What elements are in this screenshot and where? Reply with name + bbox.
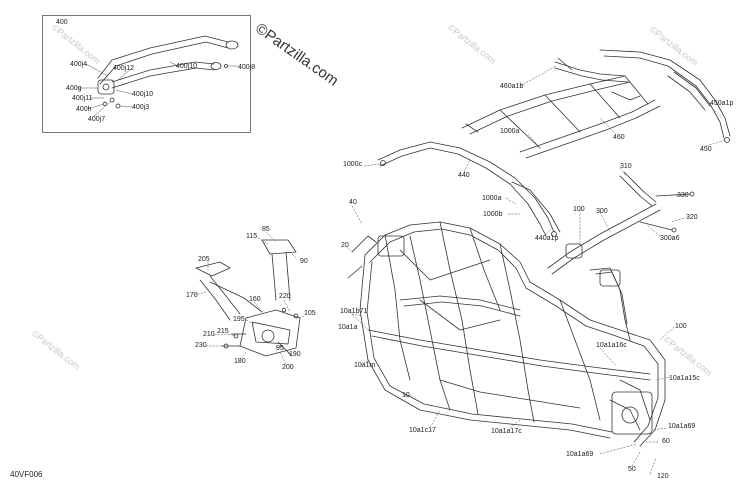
part-label: 1000b [483,211,503,218]
part-label: 10a1b71 [340,308,368,315]
part-label: 400g [66,85,82,92]
part-label: 205 [198,256,210,263]
part-label: 100 [573,206,585,213]
part-label: 210 [203,331,215,338]
part-label: 400j4 [70,61,88,68]
part-label: 10a1c17 [409,427,436,434]
part-label: 1000a [482,195,502,202]
part-label: 400j11 [72,95,93,102]
part-label: 400j8 [238,64,256,71]
part-label: 115 [246,233,258,240]
part-label: 170 [186,292,198,299]
part-label: 1000a [500,128,520,135]
part-label: 105 [304,310,316,317]
part-label: 400j3 [132,104,150,111]
part-label: 400j12 [113,65,135,72]
part-label: 50 [628,466,636,473]
part-label: 400j10 [176,63,198,70]
part-label: 400h [76,106,92,113]
part-label: 40 [349,199,357,206]
part-label: 60 [662,438,670,445]
part-label: 90 [300,258,308,265]
part-label: 20 [341,242,349,249]
rear-bar [599,49,731,143]
part-label: 195 [233,316,245,323]
part-label: 220 [279,293,291,300]
part-label: 10a1a69 [566,451,594,458]
part-label: 400j7 [88,116,106,123]
part-label: 10a1a17c [491,428,522,435]
part-label: 300a6 [660,235,680,242]
part-label: 10a1a16c [596,342,627,349]
part-label: 190 [289,351,301,358]
part-label: 300 [596,208,608,215]
part-label: 215 [217,328,229,335]
part-label: 310 [620,163,632,170]
part-label: 1000c [343,161,363,168]
inset-box [42,15,251,133]
part-label: 460a1b [500,83,524,90]
part-label: 180 [234,358,246,365]
part-label: 450a1p [710,100,734,107]
part-label: 95 [276,345,284,352]
part-label: 460 [613,134,625,141]
part-label: 450 [700,146,712,153]
roll-cage-top [461,57,661,159]
part-label: 330 [677,192,689,199]
part-label: 85 [262,226,270,233]
part-label: 160 [249,296,261,303]
part-label: 10a1m [354,362,376,369]
bracket-assembly [547,171,695,275]
part-label: 440 [458,172,470,179]
main-chassis-frame [359,221,666,447]
part-label: 10a1a [338,324,358,331]
part-label: 200 [282,364,294,371]
figure-code: 40VF006 [10,470,43,479]
part-label: 400j10 [132,91,154,98]
part-label: 100 [675,323,687,330]
part-label: 10 [402,392,410,399]
part-label: 320 [686,214,698,221]
side-bar [377,141,561,237]
part-label: 10a1a15c [669,375,700,382]
part-label: 440a1p [535,235,559,242]
part-label: 120 [657,473,669,480]
gear-bracket-assembly [195,235,377,357]
part-label: 10a1a69 [668,423,696,430]
part-label: 230 [195,342,207,349]
part-label: 400 [56,19,68,26]
